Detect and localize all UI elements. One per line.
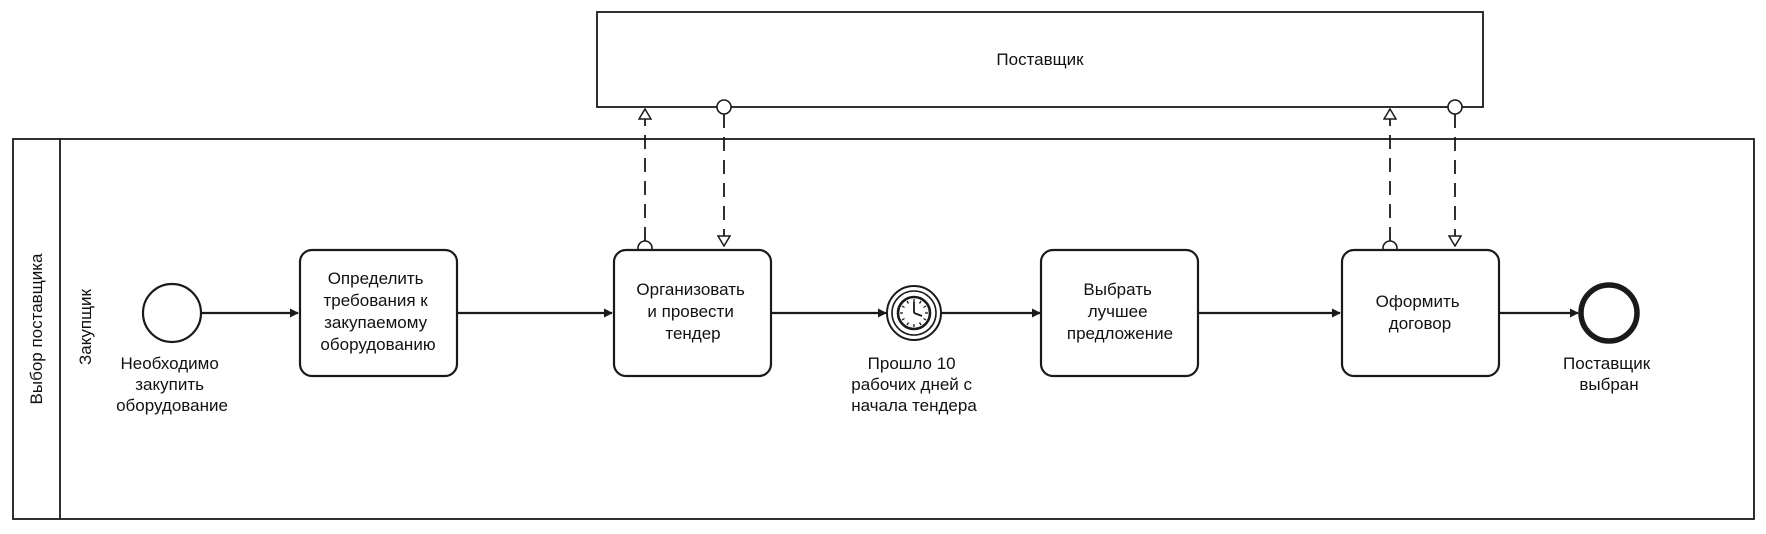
label-line: Прошло 10: [868, 354, 956, 373]
external-pool-title: Поставщик: [996, 50, 1084, 69]
label-line: оборудование: [116, 396, 228, 415]
label-line: требования к: [324, 291, 429, 310]
message-origin-circle: [1447, 99, 1463, 115]
end-event[interactable]: Поставщик выбран: [1563, 282, 1655, 394]
task-label: Выбрать лучшее предложение: [1067, 280, 1173, 343]
task-label: Оформить договор: [1376, 292, 1465, 333]
pool-title: Выбор поставщика: [27, 253, 46, 404]
label-line: Организовать: [636, 280, 745, 299]
label-line: Определить: [328, 269, 424, 288]
clock-icon: [896, 295, 932, 331]
start-event-label: Необходимо закупить оборудование: [116, 354, 228, 415]
message-origin-circle: [716, 99, 732, 115]
timer-event-label: Прошло 10 рабочих дней с начала тендера: [851, 354, 977, 415]
start-event[interactable]: Необходимо закупить оборудование: [116, 282, 228, 415]
label-line: начала тендера: [851, 396, 977, 415]
label-line: оборудованию: [320, 335, 435, 354]
label-line: Оформить: [1376, 292, 1460, 311]
label-line: и провести: [647, 302, 733, 321]
timer-event[interactable]: Прошло 10 рабочих дней с начала тендера: [851, 285, 977, 415]
task-execute-contract[interactable]: Оформить договор: [1340, 248, 1501, 378]
label-line: тендер: [665, 324, 720, 343]
label-line: выбран: [1579, 375, 1638, 394]
label-line: закупаемому: [324, 313, 428, 332]
external-pool[interactable]: Поставщик: [596, 11, 1484, 108]
label-line: предложение: [1067, 324, 1173, 343]
lane-title: Закупщик: [76, 288, 95, 365]
label-line: рабочих дней с: [851, 375, 972, 394]
label-line: Выбрать: [1083, 280, 1152, 299]
label-line: Необходимо: [120, 354, 218, 373]
label-line: лучшее: [1088, 302, 1148, 321]
task-choose-best-offer[interactable]: Выбрать лучшее предложение: [1039, 248, 1200, 378]
task-organize-tender[interactable]: Организовать и провести тендер: [612, 248, 773, 378]
task-define-requirements[interactable]: Определить требования к закупаемому обор…: [298, 248, 459, 378]
label-line: Поставщик: [1563, 354, 1651, 373]
label-line: закупить: [135, 375, 204, 394]
label-line: договор: [1389, 314, 1451, 333]
task-label: Организовать и провести тендер: [636, 280, 749, 343]
task-label: Определить требования к закупаемому обор…: [320, 269, 435, 354]
end-event-label: Поставщик выбран: [1563, 354, 1655, 394]
